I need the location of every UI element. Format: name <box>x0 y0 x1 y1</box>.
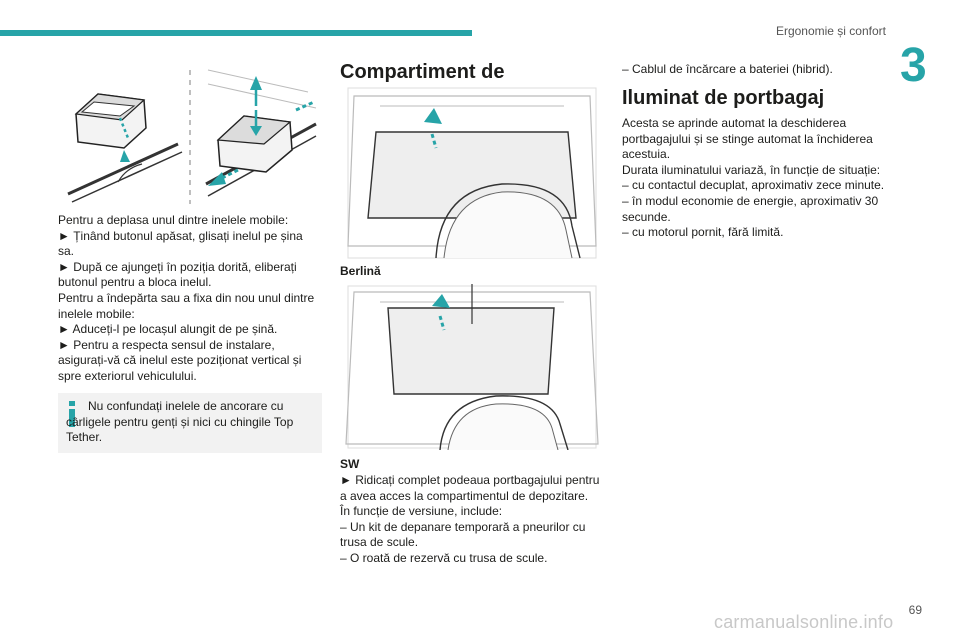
boot-light-paragraph: – în modul economie de energie, aproxima… <box>622 193 879 224</box>
info-note-text: Nu confundați inelele de ancorare cu câr… <box>66 399 294 445</box>
boot-light-paragraph: – cu motorul pornit, fără limită. <box>622 225 784 240</box>
info-note: Nu confundați inelele de ancorare cu câr… <box>58 393 322 453</box>
caption-sw: SW <box>340 457 360 471</box>
chapter-number: 3 <box>900 39 927 92</box>
boot-light-paragraph: Durata iluminatului variază, în funcție … <box>622 162 881 177</box>
ring-rail-illustration <box>58 64 322 208</box>
boot-light-heading: Iluminat de portbagaj <box>622 87 825 109</box>
storage-paragraph: – Un kit de depanare temporară a pneuril… <box>340 519 586 550</box>
storage-paragraph: ► Ridicați complet podeaua portbagajului… <box>340 473 600 503</box>
info-icon <box>69 401 75 427</box>
storage-paragraph: – O roată de rezervă cu trusa de scule. <box>340 550 548 565</box>
boot-light-text: Acesta se aprinde automat la deschiderea… <box>622 116 888 241</box>
boot-light-paragraph: – cu contactul decuplat, aproximativ zec… <box>622 178 885 193</box>
instruction-paragraph: ► Pentru a respecta sensul de instalare,… <box>58 337 302 383</box>
charging-cable-item: – Cablul de încărcare a bateriei (hibrid… <box>622 62 833 76</box>
site-watermark: carmanualsonline.info <box>714 612 894 632</box>
page-number: 69 <box>908 603 922 617</box>
caption-sedan: Berlină <box>340 264 381 278</box>
instruction-paragraph: ► După ce ajungeți în poziția dorită, el… <box>58 259 297 290</box>
storage-paragraph: În funcție de versiune, include: <box>340 504 503 519</box>
sw-boot-illustration <box>340 284 604 451</box>
instruction-paragraph: ► Ținând butonul apăsat, glisați inelul … <box>58 228 303 259</box>
instruction-paragraph: Pentru a îndepărta sau a fixa din nou un… <box>58 290 315 321</box>
section-title: Ergonomie și confort <box>775 24 886 38</box>
storage-instructions: ► Ridicați complet podeaua portbagajului… <box>340 473 604 567</box>
header-accent-bar <box>0 30 472 36</box>
ring-instructions: Pentru a deplasa unul dintre inelele mob… <box>58 213 322 385</box>
boot-light-paragraph: Acesta se aprinde automat la deschiderea… <box>622 116 873 162</box>
sedan-boot-illustration <box>340 86 604 260</box>
instruction-paragraph: ► Aduceți-l pe locașul alungit de pe șin… <box>58 322 278 337</box>
instruction-paragraph: Pentru a deplasa unul dintre inelele mob… <box>58 213 289 227</box>
